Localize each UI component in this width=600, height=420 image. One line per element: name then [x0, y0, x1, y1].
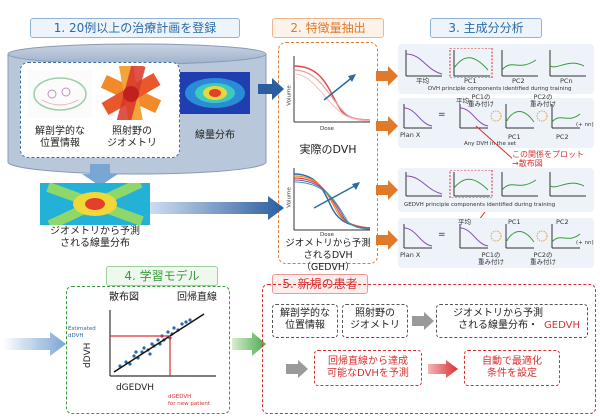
plan-x-label-2: Plan X — [400, 251, 421, 259]
beam-geometry-image — [100, 66, 162, 120]
section-2-title: 2. 特徴量抽出 — [272, 18, 384, 38]
plan-x-eq-2: = — [438, 230, 446, 240]
estimated-ddvh-label: Estimated dDVH — [68, 326, 96, 339]
label-regression: 回帰直線 — [177, 292, 217, 303]
label-predicted-dose: ジオメトリから予測 される線量分布 — [50, 226, 140, 249]
feature-extraction-box — [278, 42, 378, 264]
plan-x-gedvh-avg: 平均 — [458, 218, 471, 226]
arrow-model-to-patient — [232, 332, 266, 356]
arrow-db-to-dvh — [258, 78, 284, 100]
dvh-pc-caption: DVH principle components identified duri… — [428, 86, 572, 92]
down-arrow — [82, 164, 118, 186]
regression-scatter-plot — [109, 310, 216, 377]
dvh-pc-label-pc1: PC1 — [464, 77, 477, 85]
axis-dgedvh: dGEDVH — [115, 383, 155, 393]
plan-x-plus-n: (+ nn) — [576, 122, 594, 128]
plan-x-gedvh-plus-n: (+ nn) — [576, 240, 594, 246]
any-dvh-caption: Any DVH in the set — [464, 141, 516, 147]
np-predicted-gedvh: GEDVH — [544, 320, 580, 331]
dvh-pc-panel — [398, 44, 594, 94]
plan-x-gedvh-pc1-weight: PC1の 重み付け — [478, 251, 504, 266]
dvh-pc-label-avg: 平均 — [416, 77, 429, 85]
label-actual-dvh: 実際のDVH — [299, 143, 357, 156]
plan-x-gedvh-charts — [403, 224, 581, 249]
plan-x-pc2: PC2 — [556, 133, 569, 141]
gedvh-axis-volume: Volume — [286, 187, 293, 208]
plan-x-gedvh-panel — [398, 218, 594, 268]
actual-dvh-axis-dose: Dose — [320, 126, 334, 132]
plan-x-gedvh-pc1: PC1 — [508, 218, 521, 226]
np-auto-opt-box — [464, 350, 560, 386]
np-anatomy-box — [272, 304, 338, 338]
section-1-title: 1. 20例以上の治療計画を登録 — [30, 18, 240, 38]
np-regression-dvh: 回帰直線から達成 可能なDVHを予測 — [327, 356, 409, 379]
label-anatomy: 解剖学的な 位置情報 — [35, 126, 85, 149]
plan-x-pc1: PC1 — [508, 133, 521, 141]
new-patient-box — [262, 284, 596, 414]
plan-x-gedvh-pc2: PC2 — [556, 218, 569, 226]
dvh-pc-label-pc2: PC2 — [512, 77, 525, 85]
label-dose: 線量分布 — [195, 130, 235, 141]
gedvh-pc-caption: GEDVH principle components identified du… — [404, 202, 556, 208]
learning-model-box — [66, 286, 230, 414]
plan-x-label-1: Plan X — [400, 131, 421, 139]
np-anatomy: 解剖学的な 位置情報 — [280, 308, 330, 331]
plan-x-panel — [398, 98, 594, 148]
dvh-pc-label-pcn: PCn — [560, 77, 573, 85]
plan-x-eq-1: = — [438, 110, 446, 120]
np-geometry-box — [342, 304, 408, 338]
np-arrow-3 — [428, 360, 458, 378]
arrow-gedvh-to-plan — [376, 230, 398, 250]
arrow-dvh-to-pca-plan — [376, 116, 398, 136]
arrow-into-model — [2, 332, 66, 356]
section-4-title: 4. 学習モデル — [106, 266, 218, 286]
np-arrow-1 — [412, 312, 434, 330]
label-scatter: 散布図 — [109, 292, 139, 303]
label-gedvh: ジオメトリから予測 されるDVH（GEDVH） — [285, 238, 371, 273]
gedvh-pc-panel — [398, 168, 594, 212]
actual-dvh-axis-volume: Volume — [286, 85, 293, 106]
plan-x-gedvh-pc2-weight: PC2の 重み付け — [530, 251, 556, 266]
np-arrow-2 — [286, 360, 308, 378]
np-regression-box — [314, 350, 422, 386]
axis-ddvh: dDVH — [83, 342, 93, 368]
arrow-dvh-to-pca-top — [376, 66, 398, 86]
np-geometry: 照射野の ジオメトリ — [350, 308, 400, 331]
new-patient-dgedvh-label: dGEDVH for new patient — [168, 394, 210, 407]
actual-dvh-plot — [293, 56, 371, 123]
np-predicted-prefix: ジオメトリから予測 される線量分布・ — [453, 308, 543, 331]
dose-distribution-image — [180, 72, 250, 114]
plan-x-pc1-weight: PC1の 重み付け — [468, 93, 494, 108]
np-predicted-box — [436, 304, 588, 338]
arrow-predicted-to-gedvh — [150, 196, 284, 220]
dvh-pc-minicharts — [405, 48, 586, 78]
arrow-gedvh-to-pca — [376, 180, 398, 200]
gedvh-pc-minicharts — [405, 170, 586, 198]
plan-x-pc2-weight: PC2の 重み付け — [530, 93, 556, 108]
predicted-dose-image — [40, 183, 150, 225]
plot-note: この関係をプロット →散布図 — [512, 150, 596, 168]
plan-x-equation-charts — [403, 104, 581, 129]
gedvh-plot — [293, 168, 371, 231]
anatomy-image — [28, 70, 92, 118]
label-geometry: 照射野の ジオメトリ — [107, 126, 157, 149]
np-auto-opt: 自動で最適化 条件を設定 — [482, 356, 542, 379]
plan-x-avg: 平均 — [456, 97, 469, 105]
section-3-title: 3. 主成分分析 — [430, 18, 542, 38]
gedvh-axis-dose: Dose — [320, 232, 334, 238]
